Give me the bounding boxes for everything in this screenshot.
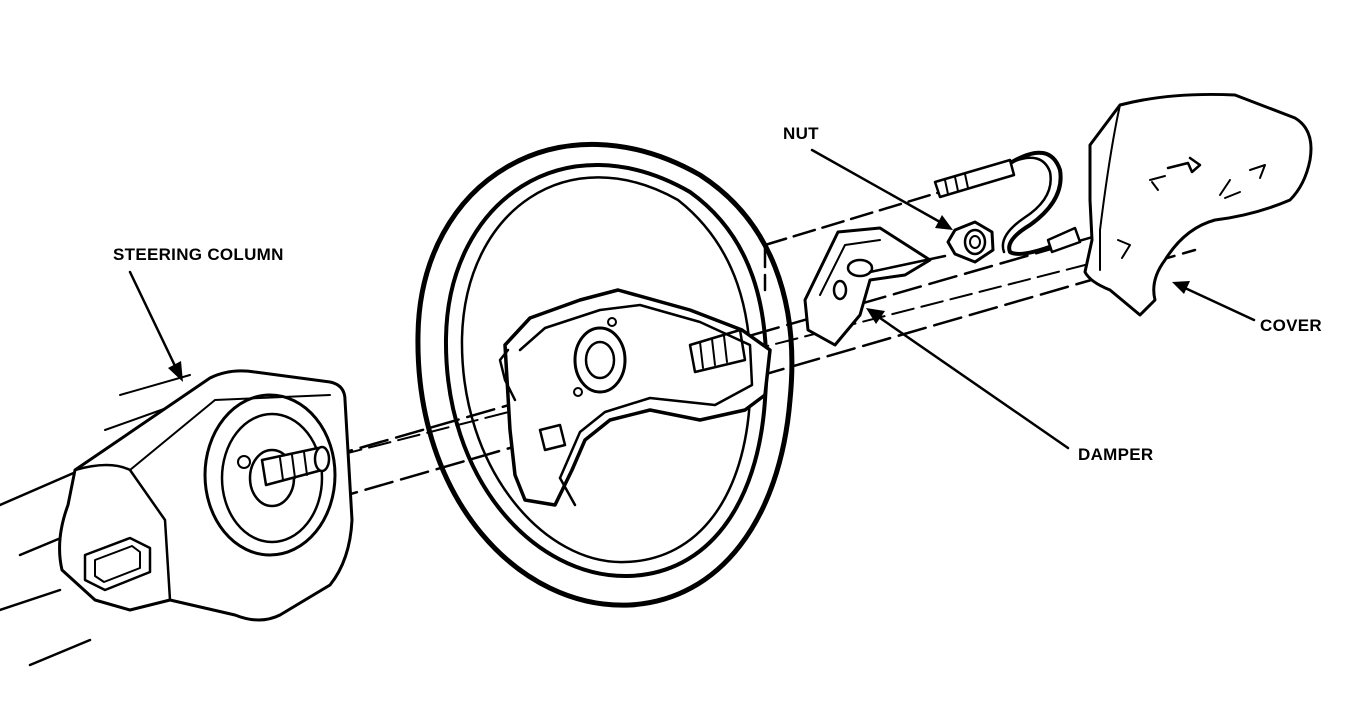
horn-wire-connector (933, 150, 1082, 256)
steering-column-label: STEERING COLUMN (113, 245, 284, 264)
nut-label: NUT (783, 124, 819, 143)
damper-label: DAMPER (1078, 445, 1154, 464)
nut-leader (810, 148, 953, 230)
steering-wheel (415, 141, 795, 608)
alignment-centerlines (323, 178, 1197, 502)
cover (1083, 92, 1313, 317)
cover-label: COVER (1260, 316, 1322, 335)
steering-column-leader (128, 270, 183, 382)
damper (803, 226, 947, 347)
nut (946, 220, 995, 264)
cover-leader (1172, 281, 1256, 322)
steering-column (0, 369, 354, 667)
damper-leader (866, 308, 1070, 450)
